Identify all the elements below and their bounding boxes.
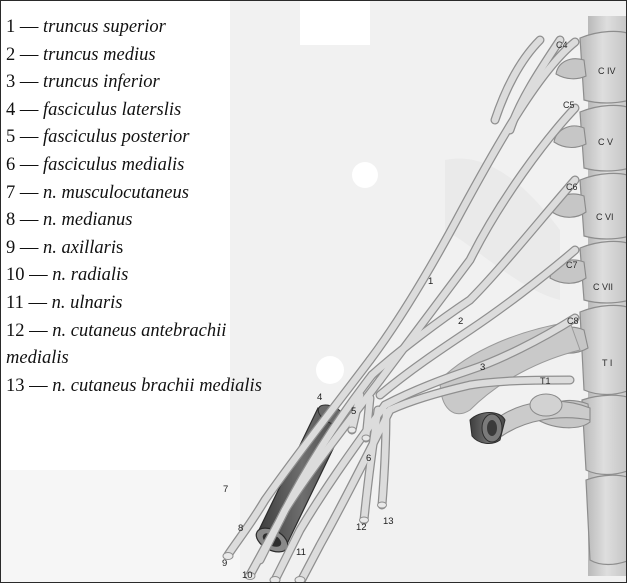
figure-number-13: 13 [383,516,394,527]
legend-item: 1 — truncus superior [6,14,296,42]
legend-dash: — [15,210,43,230]
legend-item: 7 — n. musculocutaneus [6,180,296,208]
figure-number-9: 9 [222,558,227,569]
legend-number: 5 [6,127,15,147]
figure-number-7: 7 [223,484,228,495]
legend-term-suffix: s [116,238,123,258]
figure-number-10: 10 [242,570,253,581]
legend-term: n. musculocutaneus [43,183,189,203]
legend-item: 2 — truncus medius [6,42,296,70]
legend-dash: — [15,238,43,258]
label-t1: T1 [540,376,551,386]
legend-item: 8 — n. medianus [6,207,296,235]
legend-item: 12 — n. cutaneus antebrachii medialis [6,318,256,373]
legend-dash: — [15,127,43,147]
legend-dash: — [15,155,43,175]
label-c8: C8 [567,316,579,326]
legend-item: 5 — fasciculus posterior [6,124,296,152]
legend-item: 9 — n. axillaris [6,235,296,263]
figure-legend: 1 — truncus superior 2 — truncus medius … [6,14,296,400]
legend-number: 1 [6,17,15,37]
legend-term: truncus superior [43,17,166,37]
legend-item: 11 — n. ulnaris [6,290,296,318]
legend-term: n. ulnaris [52,293,123,313]
legend-number: 9 [6,238,15,258]
legend-number: 13 [6,376,25,396]
figure-number-6: 6 [366,453,371,464]
legend-term: n. radialis [52,265,128,285]
legend-term: truncus inferior [43,72,160,92]
legend-dash: — [15,45,43,65]
legend-number: 4 [6,100,15,120]
label-c6: C6 [566,182,578,192]
figure-number-5: 5 [351,406,356,417]
legend-dash: — [15,183,43,203]
label-body-t1: T I [602,358,612,368]
legend-term: n. axillari [43,238,116,258]
legend-number: 11 [6,293,24,313]
legend-item: 13 — n. cutaneus brachii medialis [6,373,281,401]
legend-number: 2 [6,45,15,65]
legend-dash: — [24,293,52,313]
figure-number-8: 8 [238,523,243,534]
legend-term: fasciculus medialis [43,155,184,175]
label-c5: C5 [563,100,575,110]
figure-number-11: 11 [296,547,306,558]
legend-term: fasciculus posterior [43,127,189,147]
legend-term: fasciculus laterslis [43,100,181,120]
figure-number-12: 12 [356,522,367,533]
legend-dash: — [25,265,53,285]
legend-dash: — [15,100,43,120]
legend-item: 6 — fasciculus medialis [6,152,296,180]
legend-number: 7 [6,183,15,203]
legend-term: n. medianus [43,210,132,230]
legend-number: 3 [6,72,15,92]
label-body-c6: C VI [596,212,614,222]
legend-dash: — [15,72,43,92]
legend-item: 10 — n. radialis [6,262,296,290]
figure-number-3: 3 [480,362,485,373]
figure-number-1: 1 [428,276,433,287]
subclavian-artery [470,413,505,444]
legend-item: 4 — fasciculus laterslis [6,97,296,125]
label-body-c7: C VII [593,282,613,292]
label-c7: C7 [566,260,578,270]
legend-number: 12 [6,321,25,341]
label-body-c5: C V [598,137,613,147]
legend-dash: — [25,321,53,341]
legend-term: n. cutaneus brachii medialis [52,376,262,396]
figure-number-2: 2 [458,316,463,327]
label-body-c4: C IV [598,66,616,76]
legend-number: 6 [6,155,15,175]
label-c4: C4 [556,40,568,50]
legend-number: 8 [6,210,15,230]
figure-number-4: 4 [317,392,322,403]
legend-dash: — [15,17,43,37]
legend-number: 10 [6,265,25,285]
legend-dash: — [25,376,53,396]
legend-item: 3 — truncus inferior [6,69,296,97]
legend-term: truncus medius [43,45,156,65]
